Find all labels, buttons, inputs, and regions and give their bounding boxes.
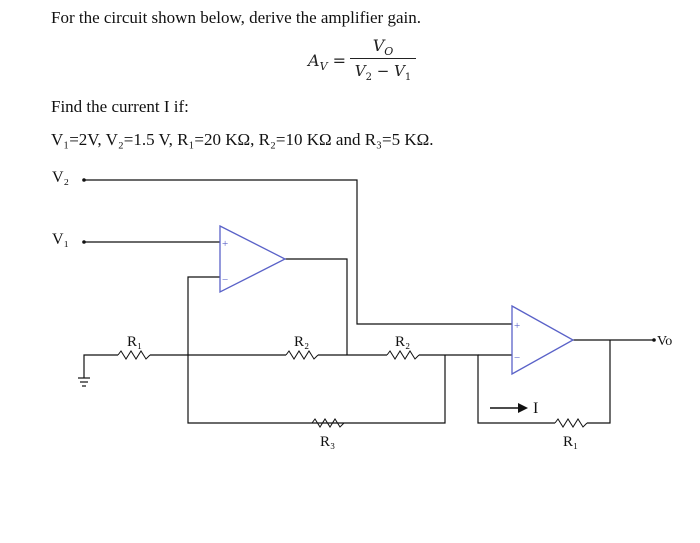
resistor-r1-right (554, 418, 588, 428)
question-title: For the circuit shown below, derive the … (51, 8, 421, 27)
label-current: I (533, 400, 538, 417)
fraction-bar (350, 58, 416, 59)
opamp-2: + − (511, 304, 575, 376)
opamp-2-triangle (511, 304, 575, 376)
resistor-r2-left (285, 350, 319, 360)
wire-r2-minus-node (419, 354, 555, 424)
opamp-1-plus-sign: + (222, 238, 228, 250)
given-values-text: V₁=2V, V₂=1.5 V, R₁=20 KΩ, R₂=10 KΩ and … (51, 130, 434, 149)
opamp-2-plus-sign: + (514, 320, 520, 332)
wire-ground-r1 (83, 354, 118, 378)
wire-feedback-1 (187, 276, 446, 424)
opamp-1-minus-sign: − (222, 274, 228, 286)
label-v1: V₁ (52, 231, 69, 248)
wire-opamp1-output (285, 258, 348, 355)
opamp-1: + − (219, 224, 287, 294)
find-current-text: Find the current I if: (51, 97, 189, 116)
label-v2: V₂ (52, 169, 69, 186)
label-vo: Vo (657, 334, 672, 349)
resistors (117, 350, 588, 428)
label-r1-right: R₁ (563, 434, 578, 450)
current-arrow-icon (490, 403, 528, 413)
ground-icon (78, 377, 90, 387)
wire-feedback-2 (587, 340, 611, 424)
node-v2 (82, 178, 86, 182)
resistor-r1-left (117, 350, 151, 360)
node-v1 (82, 240, 86, 244)
node-vo (652, 338, 656, 342)
wires (83, 179, 654, 424)
gain-lhs: AV = (308, 51, 347, 74)
resistor-r2-right (386, 350, 420, 360)
gain-fraction: VO V2 − V1 (348, 36, 418, 83)
resistor-r3 (311, 418, 345, 428)
label-r2-left: R₂ (294, 334, 309, 350)
label-r2-right: R₂ (395, 334, 410, 350)
gain-denominator: V2 − V1 (354, 62, 412, 83)
label-r3: R₃ (320, 434, 335, 450)
label-r1-left: R₁ (127, 334, 142, 350)
opamp-1-triangle (219, 224, 287, 294)
gain-numerator: VO (372, 36, 394, 59)
opamp-2-minus-sign: − (514, 352, 520, 364)
wire-v2 (83, 179, 512, 325)
